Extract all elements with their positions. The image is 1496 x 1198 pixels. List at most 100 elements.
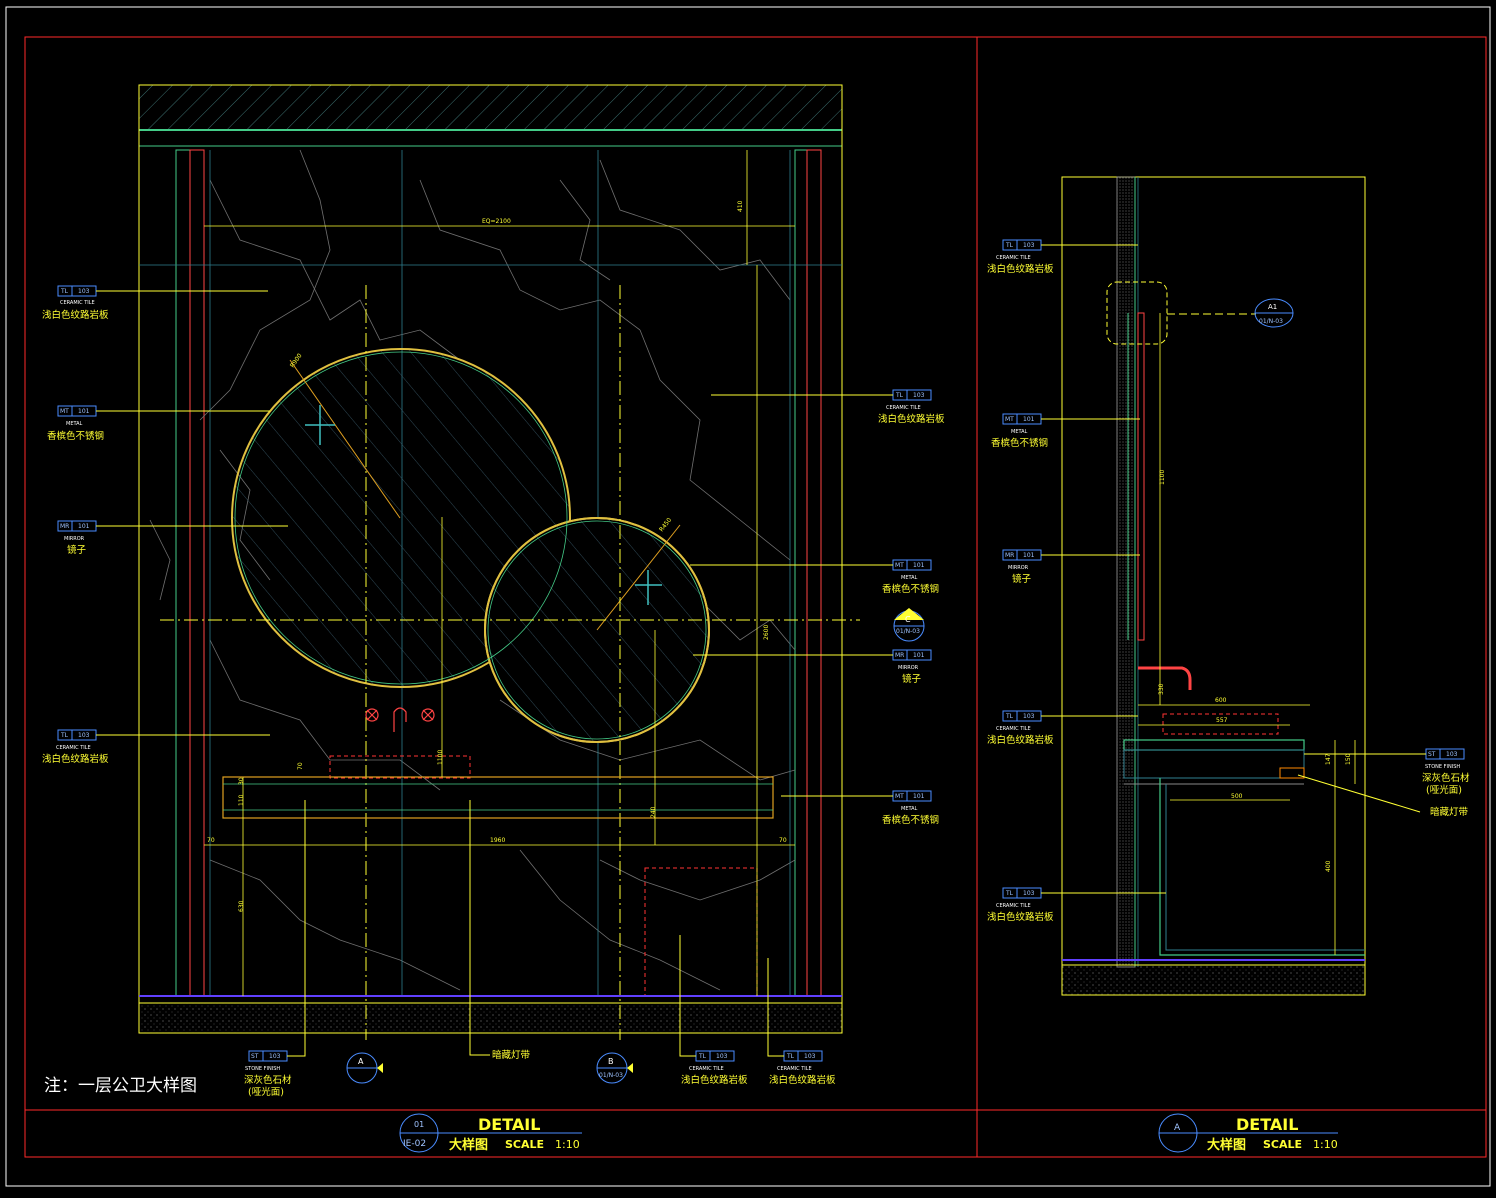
dim-vanity-width: 1960 bbox=[490, 837, 505, 844]
elev-label-metal-left[interactable]: MT 101 METAL 香槟色不锈钢 bbox=[47, 405, 270, 442]
svg-text:METAL: METAL bbox=[901, 575, 918, 581]
sec-label-tile-2[interactable]: TL 103 CERAMIC TILE 浅白色纹路岩板 bbox=[987, 710, 1138, 746]
svg-text:A: A bbox=[358, 1057, 364, 1066]
svg-text:01/N-03: 01/N-03 bbox=[896, 628, 920, 635]
section-drawing[interactable]: 1100 600 557 500 147 150 400 330 A1 01/N… bbox=[987, 176, 1470, 996]
title-right-subtitle: 大样图 bbox=[1207, 1137, 1246, 1153]
dim-height: 2600 bbox=[763, 625, 770, 640]
svg-text:101: 101 bbox=[1023, 416, 1035, 423]
title-block-left[interactable]: 01 IE-02 DETAIL 大样图 SCALE 1:10 bbox=[399, 1113, 582, 1153]
title-right-heading: DETAIL bbox=[1236, 1115, 1298, 1134]
elev-label-metal-right[interactable]: MT 101 METAL 香槟色不锈钢 bbox=[690, 559, 939, 595]
svg-text:(哑光面): (哑光面) bbox=[248, 1086, 284, 1098]
svg-text:暗藏灯带: 暗藏灯带 bbox=[492, 1049, 531, 1061]
svg-text:暗藏灯带: 暗藏灯带 bbox=[1430, 806, 1469, 818]
sec-label-hidden-light[interactable]: 暗藏灯带 bbox=[1297, 774, 1469, 818]
svg-text:ST: ST bbox=[251, 1053, 259, 1060]
elev-label-tile-bottom-1[interactable]: TL 103 CERAMIC TILE 浅白色纹路岩板 bbox=[679, 935, 748, 1086]
svg-text:TL: TL bbox=[895, 392, 904, 399]
sec-label-tile-1[interactable]: TL 103 CERAMIC TILE 浅白色纹路岩板 bbox=[987, 239, 1138, 275]
dim-top-gap: 410 bbox=[737, 200, 744, 212]
svg-text:METAL: METAL bbox=[901, 806, 918, 812]
sec-dim-150: 150 bbox=[1345, 753, 1352, 765]
svg-text:MT: MT bbox=[60, 408, 69, 415]
dim-30: 30 bbox=[238, 777, 245, 785]
drawing-frame bbox=[5, 6, 1491, 1187]
svg-text:MR: MR bbox=[895, 652, 904, 659]
elev-label-mirror-left[interactable]: MR 101 MIRROR 镜子 bbox=[57, 520, 288, 556]
svg-text:103: 103 bbox=[78, 732, 90, 739]
svg-text:MR: MR bbox=[1005, 552, 1014, 559]
svg-text:101: 101 bbox=[1023, 552, 1035, 559]
sec-dim-147: 147 bbox=[1325, 753, 1332, 765]
svg-text:香槟色不锈钢: 香槟色不锈钢 bbox=[882, 814, 939, 826]
elev-label-metal-vanity[interactable]: MT 101 METAL 香槟色不锈钢 bbox=[781, 790, 939, 826]
elev-label-tile-bottom-left[interactable]: TL 103 CERAMIC TILE 浅白色纹路岩板 bbox=[42, 729, 270, 765]
faucet-symbol bbox=[365, 707, 435, 732]
svg-text:深灰色石材: 深灰色石材 bbox=[1422, 772, 1470, 784]
dim-circle1-radius: R900 bbox=[289, 352, 304, 369]
svg-text:STONE FINISH: STONE FINISH bbox=[1425, 764, 1460, 770]
title-right-scale-label: SCALE bbox=[1263, 1138, 1302, 1151]
dim-side-left: 70 bbox=[207, 837, 215, 844]
svg-text:CERAMIC TILE: CERAMIC TILE bbox=[60, 300, 95, 306]
elev-label-stone[interactable]: ST 103 STONE FINISH 深灰色石材 (哑光面) bbox=[244, 800, 306, 1098]
title-block-right[interactable]: A DETAIL 大样图 SCALE 1:10 bbox=[1158, 1113, 1338, 1153]
svg-text:B: B bbox=[608, 1057, 614, 1066]
sec-label-metal[interactable]: MT 101 METAL 香槟色不锈钢 bbox=[991, 413, 1140, 449]
detail-reference-marker[interactable]: A1 01/N-03 bbox=[1254, 298, 1294, 328]
title-left-scale: 1:10 bbox=[555, 1138, 580, 1151]
svg-text:MR: MR bbox=[60, 523, 69, 530]
svg-text:103: 103 bbox=[78, 288, 90, 295]
svg-text:浅白色纹路岩板: 浅白色纹路岩板 bbox=[987, 734, 1054, 746]
elev-label-tile-bottom-2[interactable]: TL 103 CERAMIC TILE 浅白色纹路岩板 bbox=[767, 958, 836, 1086]
svg-text:TL: TL bbox=[1005, 713, 1014, 720]
elev-label-mirror-right[interactable]: MR 101 MIRROR 镜子 bbox=[693, 649, 932, 685]
svg-text:C: C bbox=[905, 615, 911, 624]
svg-text:浅白色纹路岩板: 浅白色纹路岩板 bbox=[878, 413, 945, 425]
svg-text:103: 103 bbox=[1023, 242, 1035, 249]
sec-dim-557: 557 bbox=[1216, 717, 1228, 724]
sec-dim-400: 400 bbox=[1325, 860, 1332, 872]
svg-text:CERAMIC TILE: CERAMIC TILE bbox=[996, 726, 1031, 732]
svg-text:CERAMIC TILE: CERAMIC TILE bbox=[996, 255, 1031, 261]
title-left-scale-label: SCALE bbox=[505, 1138, 544, 1151]
svg-text:TL: TL bbox=[698, 1053, 707, 1060]
title-left-heading: DETAIL bbox=[478, 1115, 540, 1134]
svg-text:103: 103 bbox=[1023, 713, 1035, 720]
svg-text:CERAMIC TILE: CERAMIC TILE bbox=[777, 1066, 812, 1072]
svg-text:香槟色不锈钢: 香槟色不锈钢 bbox=[991, 437, 1048, 449]
title-left-symbol-top: 01 bbox=[414, 1120, 424, 1129]
dim-70: 70 bbox=[297, 762, 304, 770]
svg-text:103: 103 bbox=[913, 392, 925, 399]
section-marker-a[interactable]: A bbox=[346, 1052, 383, 1084]
svg-text:STONE FINISH: STONE FINISH bbox=[245, 1066, 280, 1072]
svg-text:TL: TL bbox=[786, 1053, 795, 1060]
elev-label-tile-right[interactable]: TL 103 CERAMIC TILE 浅白色纹路岩板 bbox=[711, 389, 945, 425]
svg-text:MT: MT bbox=[1005, 416, 1014, 423]
sec-label-tile-3[interactable]: TL 103 CERAMIC TILE 浅白色纹路岩板 bbox=[987, 887, 1166, 923]
sec-dim-1100: 1100 bbox=[1159, 470, 1166, 485]
elev-label-tile-top-left[interactable]: TL 103 CERAMIC TILE 浅白色纹路岩板 bbox=[42, 285, 268, 321]
svg-text:香槟色不锈钢: 香槟色不锈钢 bbox=[47, 430, 104, 442]
svg-text:CERAMIC TILE: CERAMIC TILE bbox=[996, 903, 1031, 909]
sec-label-stone[interactable]: ST 103 STONE FINISH 深灰色石材 (哑光面) bbox=[1304, 748, 1470, 796]
section-marker-c[interactable]: C 01/N-03 bbox=[893, 608, 925, 642]
svg-text:MT: MT bbox=[895, 562, 904, 569]
svg-text:101: 101 bbox=[913, 562, 925, 569]
svg-text:01/N-03: 01/N-03 bbox=[1259, 318, 1283, 325]
svg-text:浅白色纹路岩板: 浅白色纹路岩板 bbox=[42, 309, 109, 321]
svg-text:CERAMIC TILE: CERAMIC TILE bbox=[886, 405, 921, 411]
svg-text:101: 101 bbox=[78, 523, 90, 530]
dim-110: 110 bbox=[238, 794, 245, 806]
elev-label-hidden-light[interactable]: 暗藏灯带 bbox=[469, 800, 531, 1061]
section-marker-b[interactable]: B 01/N-03 bbox=[596, 1052, 633, 1084]
svg-text:TL: TL bbox=[60, 732, 69, 739]
elevation-drawing[interactable]: EQ=2100 410 R900 R450 2600 1960 70 70 70… bbox=[42, 84, 945, 1098]
svg-text:MIRROR: MIRROR bbox=[1008, 565, 1029, 571]
sec-dim-500: 500 bbox=[1231, 793, 1243, 800]
svg-text:MT: MT bbox=[895, 793, 904, 800]
svg-text:香槟色不锈钢: 香槟色不锈钢 bbox=[882, 583, 939, 595]
sec-label-mirror[interactable]: MR 101 MIRROR 镜子 bbox=[1002, 549, 1140, 585]
